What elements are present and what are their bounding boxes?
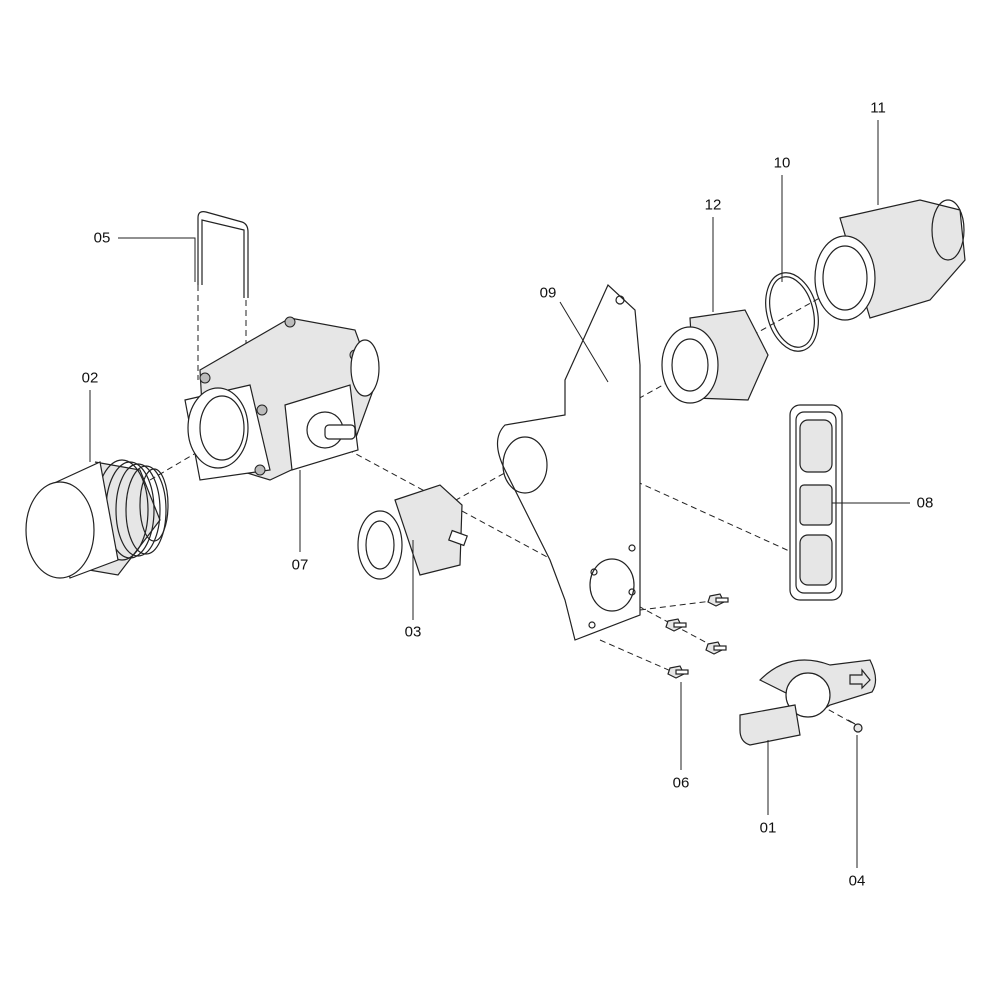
- part-11-coupling[interactable]: [814, 199, 966, 321]
- label-05: 05: [93, 229, 111, 247]
- part-09-bracket[interactable]: [496, 283, 641, 641]
- label-01: 01: [759, 819, 777, 837]
- label-02: 02: [81, 369, 99, 387]
- label-03: 03: [404, 623, 422, 641]
- part-07-valve-body[interactable]: [184, 316, 380, 481]
- part-08-label-plate[interactable]: [789, 404, 843, 601]
- leader-lines: [89, 120, 910, 868]
- label-10: 10: [773, 154, 791, 172]
- part-02-cap[interactable]: [25, 459, 169, 579]
- label-12: 12: [704, 196, 722, 214]
- part-03-adaptor[interactable]: [357, 484, 468, 580]
- label-08: 08: [916, 494, 934, 512]
- label-04: 04: [848, 872, 866, 890]
- label-09: 09: [539, 284, 557, 302]
- part-12-nut[interactable]: [661, 309, 769, 404]
- part-04-screw[interactable]: [847, 719, 863, 733]
- part-06-screws[interactable]: [665, 593, 729, 679]
- label-11: 11: [870, 99, 886, 117]
- label-07: 07: [291, 556, 309, 574]
- part-05-u-pin[interactable]: [197, 211, 249, 298]
- label-06: 06: [672, 774, 690, 792]
- part-01-handle[interactable]: [739, 659, 877, 746]
